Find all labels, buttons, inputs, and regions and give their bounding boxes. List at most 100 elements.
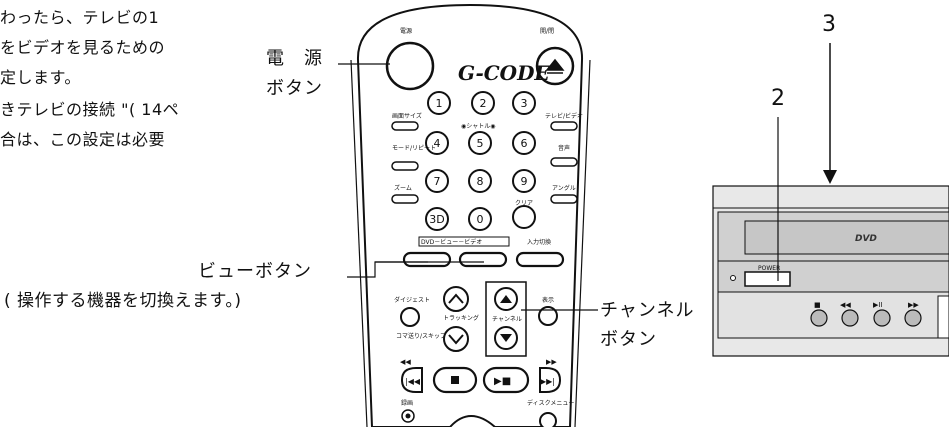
player-forward-mark: ▶▶: [908, 301, 919, 309]
number-key-label-4: 4: [434, 137, 441, 150]
remote-number-keys: 1 2 3 4 5 6 7 8 9 3D 0: [425, 91, 536, 231]
record-label: 録画: [401, 399, 413, 407]
channel-label: チャンネル: [492, 316, 522, 323]
player-play-pause-mark: ▶II: [873, 301, 883, 309]
player-power-label: POWER: [758, 265, 780, 272]
player-forward-button[interactable]: [904, 309, 922, 327]
chevron-up-icon: [448, 293, 464, 304]
view-bar-label: DVD－ビュー－ビデオ: [421, 238, 482, 246]
intro-line-5: 合は、この設定は必要: [0, 130, 166, 149]
number-key-9[interactable]: [512, 169, 536, 193]
skip-forward-button[interactable]: [539, 367, 562, 393]
player-power-button[interactable]: [744, 271, 791, 287]
screen-size-label: 画面サイズ: [392, 112, 422, 120]
number-key-label-1: 1: [436, 97, 443, 110]
remote-brand-logo: G-CODE: [458, 61, 550, 85]
channel-down-icon: [500, 334, 512, 342]
channel-callout-line-1: チャンネル: [600, 300, 695, 321]
zoom-button[interactable]: [391, 194, 419, 204]
view-dvd-button[interactable]: [402, 251, 452, 268]
disc-menu-button[interactable]: [539, 412, 557, 427]
number-key-label-9: 9: [521, 175, 528, 188]
remote-open-close-label: 開/閉: [540, 28, 554, 35]
frame-skip-label: コマ送り/スキップ: [396, 332, 446, 340]
player-stop-button[interactable]: [810, 309, 828, 327]
tracking-up-button[interactable]: [443, 286, 469, 312]
tv-video-button[interactable]: [550, 121, 578, 131]
number-key-label-3d: 3D: [429, 213, 444, 226]
zoom-label: ズーム: [394, 184, 412, 192]
remote-right-side-buttons: テレビ/ビデオ 音声 アングル クリア: [512, 112, 583, 229]
angle-label: アングル: [552, 184, 576, 192]
remote-power-label: 電源: [400, 27, 412, 35]
number-key-label-8: 8: [477, 175, 484, 188]
remote-joystick-top: [449, 415, 496, 427]
number-key-label-3: 3: [521, 97, 528, 110]
number-key-label-0: 0: [477, 213, 484, 226]
mode-repeat-button[interactable]: [391, 161, 419, 171]
number-key-0[interactable]: [468, 207, 492, 231]
intro-line-1: わったら、テレビの1: [0, 8, 160, 27]
stop-icon: [451, 376, 459, 384]
disc-menu-label: ディスクメニュー: [527, 399, 574, 407]
number-key-label-7: 7: [434, 175, 441, 188]
mode-repeat-label: モード/リピート: [392, 145, 436, 152]
power-indicator: [730, 275, 736, 281]
player-rewind-button[interactable]: [841, 309, 859, 327]
number-key-label-2: 2: [480, 97, 487, 110]
remote-power-button[interactable]: [385, 41, 435, 91]
view-video-button[interactable]: [458, 251, 508, 268]
play-pause-button[interactable]: [482, 366, 530, 394]
number-key-3d[interactable]: [425, 207, 449, 231]
clear-label: クリア: [515, 200, 533, 207]
player-side-panel: [937, 295, 949, 339]
chevron-down-icon: [448, 334, 464, 345]
screen-size-button[interactable]: [391, 121, 419, 131]
eject-icon: [545, 58, 565, 74]
number-key-5[interactable]: [468, 131, 492, 155]
clear-button[interactable]: [512, 205, 536, 229]
number-key-6[interactable]: [512, 131, 536, 155]
number-key-1[interactable]: [427, 91, 451, 115]
intro-line-3: 定します。: [0, 68, 81, 87]
dvd-player: DVD POWER ■ ◀◀ ▶II ▶▶: [712, 185, 949, 357]
number-key-3[interactable]: [512, 91, 536, 115]
rewind-mark: ◀◀: [400, 358, 411, 366]
input-switch-label: 入力切換: [527, 238, 551, 246]
angle-button[interactable]: [550, 194, 578, 204]
number-key-label-5: 5: [477, 137, 484, 150]
skip-back-button[interactable]: [400, 367, 423, 393]
remote-left-side-buttons: 画面サイズ モード/リピート ズーム: [391, 112, 436, 204]
tracking-down-button[interactable]: [443, 326, 469, 352]
number-key-4[interactable]: [425, 131, 449, 155]
display-label: 表示: [542, 296, 554, 304]
power-callout-line-1: 電 源: [266, 48, 323, 69]
label-number-3: 3: [822, 12, 836, 37]
input-switch-button[interactable]: [515, 251, 565, 268]
number-key-8[interactable]: [468, 169, 492, 193]
remote-shuttle-label: ◉シャトル◉: [461, 123, 495, 130]
tv-video-label: テレビ/ビデオ: [545, 112, 583, 120]
view-bar-frame: [418, 236, 510, 247]
tracking-label: トラッキング: [443, 314, 479, 322]
player-stop-mark: ■: [814, 301, 821, 309]
digest-button[interactable]: [400, 307, 420, 327]
audio-button[interactable]: [550, 157, 578, 167]
audio-label: 音声: [558, 144, 570, 152]
display-button[interactable]: [538, 306, 558, 326]
number-key-7[interactable]: [425, 169, 449, 193]
channel-button-frame: [485, 281, 527, 357]
remote-control: 電源 開/閉 G-CODE 1 2 3 4 5 6 7 8 9 3D 0 ◉シャトル◉ 画面サイズ …: [350, 3, 591, 427]
leader-lines: [338, 43, 837, 311]
fast-forward-mark: ▶▶: [546, 358, 557, 366]
player-play-button[interactable]: [873, 309, 891, 327]
number-key-label-6: 6: [521, 137, 528, 150]
player-rewind-mark: ◀◀: [840, 301, 851, 309]
play-pause-icon: ▶■: [494, 376, 511, 387]
digest-label: ダイジェスト: [394, 296, 430, 304]
intro-line-2: をビデオを見るための: [0, 38, 166, 57]
channel-callout-line-2: ボタン: [600, 329, 657, 350]
intro-line-4: きテレビの接続 "( 14ペ: [0, 100, 180, 119]
arrow-down-icon: [823, 170, 837, 184]
number-key-2[interactable]: [471, 91, 495, 115]
